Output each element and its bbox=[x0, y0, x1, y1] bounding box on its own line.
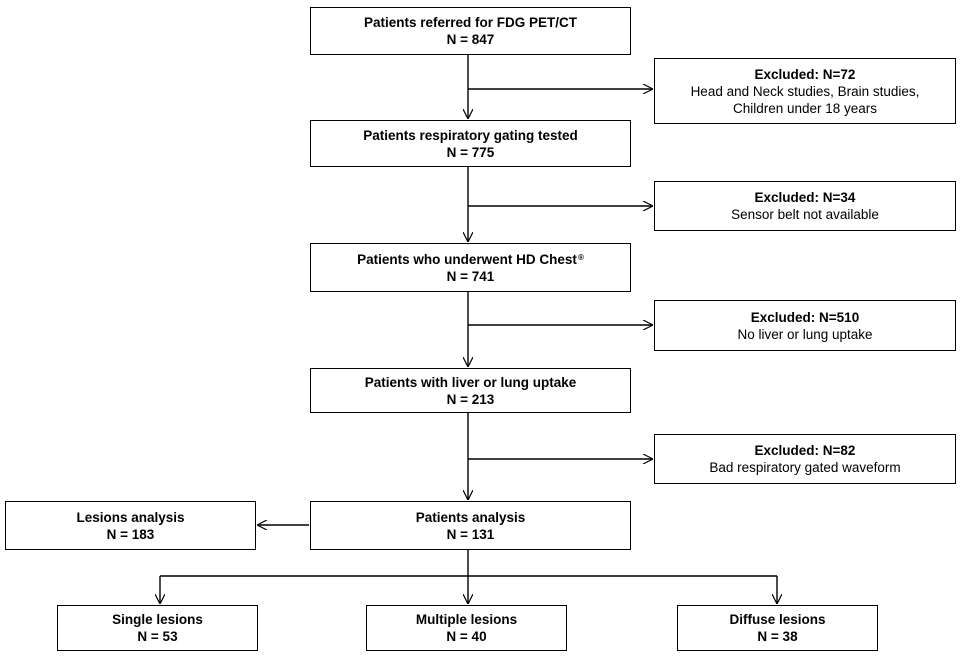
excl-3-line-1: No liver or lung uptake bbox=[737, 326, 873, 342]
lesions-analysis-title: Lesions analysis bbox=[76, 509, 185, 525]
excl-4-line-1: Bad respiratory gated waveform bbox=[709, 460, 901, 475]
single-count: N = 53 bbox=[137, 629, 178, 644]
box-patients-analysis: Patients analysis N = 131 bbox=[310, 501, 631, 550]
registered-mark: ® bbox=[577, 252, 584, 262]
box-excluded-2: Excluded: N=34 Sensor belt not available bbox=[654, 181, 956, 231]
box-diffuse-lesions: Diffuse lesions N = 38 bbox=[677, 605, 878, 651]
excl-1-title: Excluded: N=72 bbox=[754, 66, 856, 82]
excl-4-title: Excluded: N=82 bbox=[754, 443, 856, 458]
excl-3-title: Excluded: N=510 bbox=[750, 309, 860, 325]
gating-count: N = 775 bbox=[446, 144, 495, 160]
referred-count: N = 847 bbox=[446, 32, 495, 47]
hd-chest-title-row: Patients who underwent HD Chest® bbox=[357, 251, 584, 268]
diffuse-title: Diffuse lesions bbox=[729, 612, 826, 627]
box-multiple-lesions: Multiple lesions N = 40 bbox=[366, 605, 567, 651]
box-liver-lung-uptake: Patients with liver or lung uptake N = 2… bbox=[310, 368, 631, 413]
uptake-title: Patients with liver or lung uptake bbox=[364, 374, 577, 390]
hd-chest-count: N = 741 bbox=[446, 268, 495, 284]
box-hd-chest: Patients who underwent HD Chest® N = 741 bbox=[310, 243, 631, 292]
excl-1-line-2: Children under 18 years bbox=[732, 100, 878, 116]
hd-chest-title: Patients who underwent HD Chest bbox=[357, 251, 577, 267]
box-lesions-analysis: Lesions analysis N = 183 bbox=[5, 501, 256, 550]
lesions-analysis-count: N = 183 bbox=[106, 526, 155, 542]
box-excluded-1: Excluded: N=72 Head and Neck studies, Br… bbox=[654, 58, 956, 124]
gating-title: Patients respiratory gating tested bbox=[363, 127, 578, 143]
box-patients-referred: Patients referred for FDG PET/CT N = 847 bbox=[310, 7, 631, 55]
patients-analysis-title: Patients analysis bbox=[415, 509, 526, 525]
referred-title: Patients referred for FDG PET/CT bbox=[363, 15, 578, 30]
box-excluded-3: Excluded: N=510 No liver or lung uptake bbox=[654, 300, 956, 351]
box-gating-tested: Patients respiratory gating tested N = 7… bbox=[310, 120, 631, 167]
multiple-title: Multiple lesions bbox=[415, 612, 518, 627]
excl-2-title: Excluded: N=34 bbox=[754, 190, 856, 205]
multiple-count: N = 40 bbox=[446, 629, 487, 644]
excl-2-line-1: Sensor belt not available bbox=[731, 207, 879, 222]
diffuse-count: N = 38 bbox=[757, 629, 798, 644]
uptake-count: N = 213 bbox=[446, 391, 495, 407]
single-title: Single lesions bbox=[112, 612, 203, 627]
patients-analysis-count: N = 131 bbox=[446, 526, 495, 542]
box-single-lesions: Single lesions N = 53 bbox=[57, 605, 258, 651]
box-excluded-4: Excluded: N=82 Bad respiratory gated wav… bbox=[654, 434, 956, 484]
excl-1-line-1: Head and Neck studies, Brain studies, bbox=[690, 83, 920, 99]
